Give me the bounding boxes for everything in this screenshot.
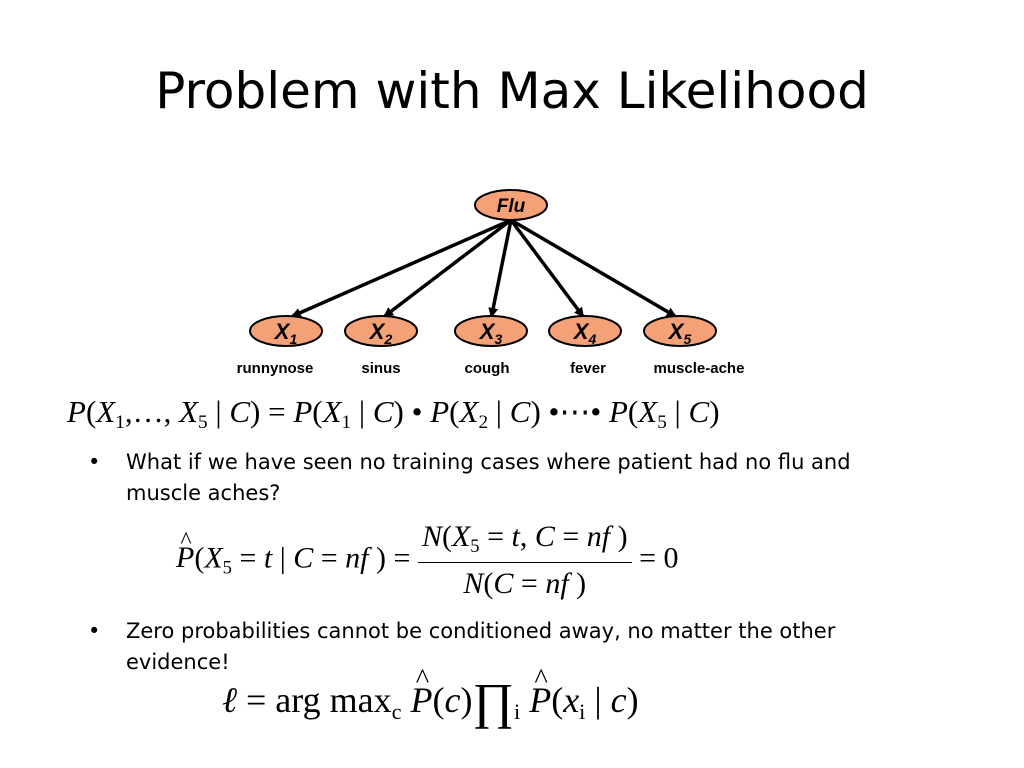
node-x3-shape	[454, 315, 528, 347]
mle-estimate-equation: P(X5 = t | C = nf ) = N(X5 = t, C = nf )…	[176, 520, 679, 601]
node-x2-shape	[344, 315, 418, 347]
bullet-text: What if we have seen no training cases w…	[126, 450, 851, 505]
node-x1: X1 runnynose	[237, 315, 323, 377]
symptom-label-muscle-ache: muscle-ache	[654, 360, 745, 377]
symptom-label-runnynose: runnynose	[237, 360, 314, 377]
diagram-edges	[290, 218, 677, 318]
bullet-symbol: •	[88, 619, 101, 643]
argmax-classifier-equation: ℓ = arg maxc P(c)∏i P(xi | c)	[222, 663, 639, 730]
node-flu-label: Flu	[497, 196, 526, 217]
node-x1-shape	[249, 315, 323, 347]
node-x4-shape	[548, 315, 622, 347]
edge-flu-to-x2	[383, 218, 513, 318]
symptom-label-fever: fever	[570, 360, 606, 377]
joint-probability-equation: P(X1,…, X5 | C) = P(X1 | C) • P(X2 | C) …	[67, 394, 720, 434]
node-flu: Flu	[474, 189, 548, 221]
symptom-label-sinus: sinus	[361, 360, 400, 377]
edge-flu-to-x4	[509, 218, 585, 318]
node-x5-shape	[643, 315, 717, 347]
bullet-text: Zero probabilities cannot be conditioned…	[126, 619, 836, 674]
node-x1-label: X1	[273, 319, 298, 347]
symptom-label-cough: cough	[465, 360, 510, 377]
slide-title: Problem with Max Likelihood	[155, 62, 869, 120]
edge-flu-to-x1	[290, 218, 512, 318]
edge-flu-to-x5	[510, 218, 677, 318]
edge-flu-to-x3	[488, 219, 513, 318]
bullet-symbol: •	[88, 450, 101, 474]
